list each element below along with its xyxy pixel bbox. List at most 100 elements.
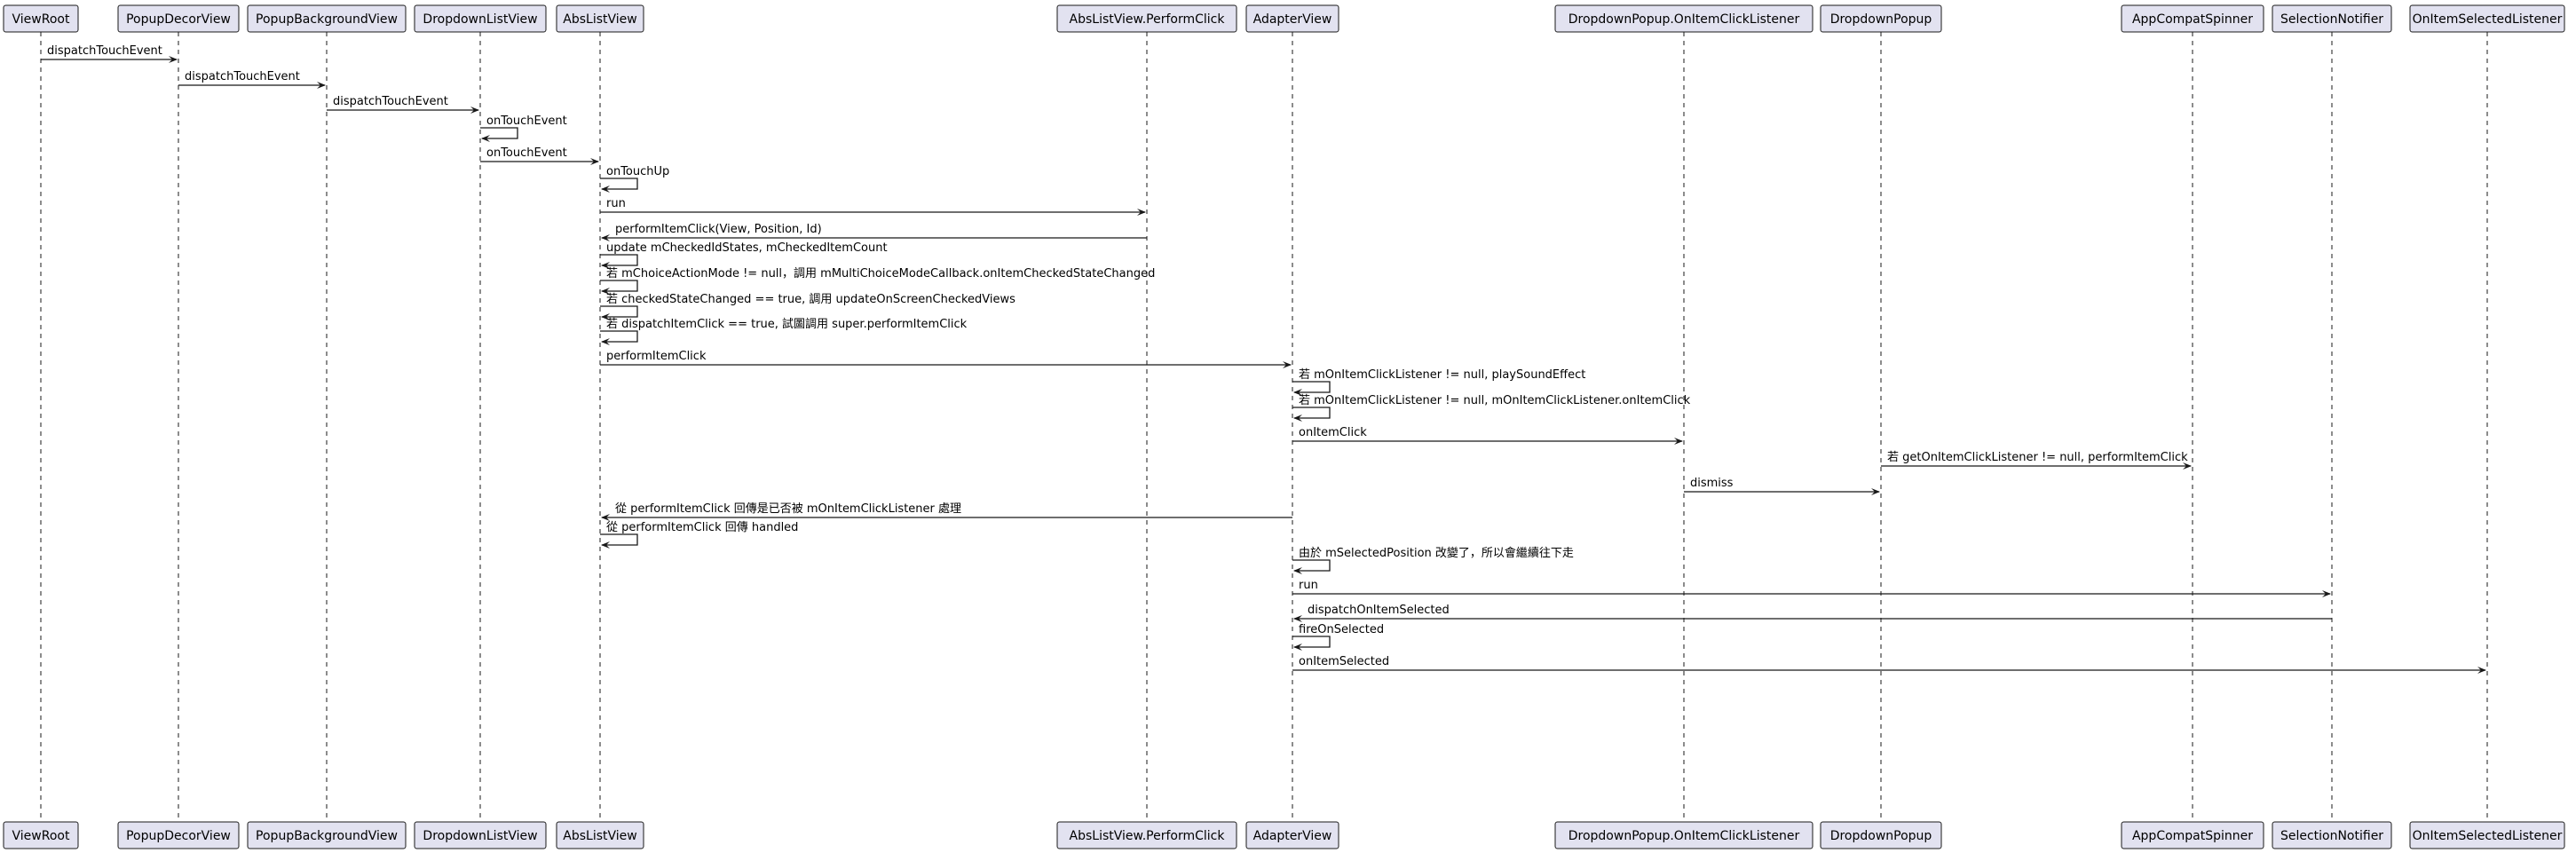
message-5: onTouchUp bbox=[600, 165, 669, 193]
message-label: dispatchTouchEvent bbox=[185, 70, 300, 83]
arrowhead bbox=[1293, 389, 1302, 396]
participant-selection-notifier-top: SelectionNotifier bbox=[2272, 4, 2392, 33]
participant-box bbox=[247, 821, 407, 849]
participant-dropdown-list-view-bottom: DropdownListView bbox=[414, 821, 547, 849]
self-message-line bbox=[600, 330, 638, 343]
message-label: 若 dispatchItemClick == true, 試圖調用 super.… bbox=[606, 317, 968, 331]
message-label: dismiss bbox=[1690, 477, 1734, 490]
arrowhead bbox=[1871, 488, 1880, 495]
participant-label: ViewRoot bbox=[12, 829, 70, 843]
message-6: run bbox=[600, 197, 1146, 216]
message-8: update mCheckedIdStates, mCheckedItemCou… bbox=[600, 241, 888, 269]
participant-adapter-view-top: AdapterView bbox=[1245, 4, 1339, 33]
lifelines bbox=[40, 32, 2488, 822]
arrowhead bbox=[601, 262, 610, 269]
message-label: dispatchTouchEvent bbox=[47, 44, 162, 58]
participant-label: AdapterView bbox=[1253, 12, 1332, 27]
arrowhead bbox=[590, 158, 599, 165]
participant-selection-notifier-bottom: SelectionNotifier bbox=[2272, 821, 2392, 849]
participant-box bbox=[1245, 4, 1339, 33]
participant-on-item-selected-listener-top: OnItemSelectedListener bbox=[2409, 4, 2565, 33]
self-message-line bbox=[600, 305, 638, 318]
message-18: 從 performItemClick 回傳是已否被 mOnItemClickLi… bbox=[601, 502, 1292, 521]
participant-box bbox=[117, 821, 240, 849]
participant-box bbox=[1820, 4, 1942, 33]
self-message-line bbox=[480, 127, 518, 139]
participant-box bbox=[3, 4, 79, 33]
participant-box bbox=[2121, 821, 2264, 849]
participant-on-item-click-listener-bottom: DropdownPopup.OnItemClickListener bbox=[1554, 821, 1813, 849]
participant-dropdown-popup-top: DropdownPopup bbox=[1820, 4, 1942, 33]
participant-box bbox=[414, 821, 547, 849]
participant-label: PopupBackgroundView bbox=[256, 829, 398, 843]
arrowhead bbox=[1293, 615, 1302, 622]
message-label: onTouchEvent bbox=[486, 146, 567, 160]
participant-box bbox=[2272, 821, 2392, 849]
participant-label: AbsListView bbox=[563, 12, 636, 27]
participant-label: OnItemSelectedListener bbox=[2413, 12, 2563, 27]
participant-box bbox=[2121, 4, 2264, 33]
participant-view-root-bottom: ViewRoot bbox=[3, 821, 79, 849]
participant-box bbox=[2409, 821, 2565, 849]
arrowhead bbox=[2183, 462, 2192, 470]
participant-label: DropdownPopup.OnItemClickListener bbox=[1569, 829, 1800, 843]
participant-box bbox=[2272, 4, 2392, 33]
participant-perform-click-bottom: AbsListView.PerformClick bbox=[1056, 821, 1237, 849]
arrowhead bbox=[601, 313, 610, 320]
message-4: onTouchEvent bbox=[480, 146, 599, 165]
message-12: performItemClick bbox=[600, 350, 1292, 368]
message-1: dispatchTouchEvent bbox=[178, 70, 326, 89]
arrowhead bbox=[601, 541, 610, 549]
message-label: 若 mOnItemClickListener != null, playSoun… bbox=[1299, 367, 1585, 382]
arrowhead bbox=[601, 186, 610, 193]
message-label: run bbox=[1299, 579, 1318, 592]
participant-label: AppCompatSpinner bbox=[2132, 12, 2253, 27]
participant-box bbox=[1245, 821, 1339, 849]
message-19: 從 performItemClick 回傳 handled bbox=[600, 521, 798, 549]
participant-row-bottom: ViewRoot PopupDecorView PopupBackgroundVie… bbox=[3, 821, 2565, 849]
message-14: 若 mOnItemClickListener != null, mOnItemC… bbox=[1292, 393, 1691, 422]
message-label: dispatchOnItemSelected bbox=[1308, 604, 1450, 617]
message-label: run bbox=[606, 197, 626, 210]
message-label: performItemClick bbox=[606, 350, 707, 363]
self-message-line bbox=[600, 178, 638, 190]
message-label: 從 performItemClick 回傳是已否被 mOnItemClickLi… bbox=[615, 502, 961, 516]
message-21: run bbox=[1292, 579, 2331, 597]
participant-box bbox=[247, 4, 407, 33]
message-9: 若 mChoiceActionMode != null，調用 mMultiCho… bbox=[600, 266, 1155, 295]
arrowhead bbox=[2477, 667, 2486, 674]
participant-box bbox=[1056, 4, 1237, 33]
message-23: fireOnSelected bbox=[1292, 623, 1384, 651]
participant-label: PopupDecorView bbox=[126, 829, 231, 843]
participant-label: DropdownListView bbox=[423, 829, 537, 843]
message-17: dismiss bbox=[1684, 477, 1880, 495]
participant-popup-background-view-bottom: PopupBackgroundView bbox=[247, 821, 407, 849]
message-11: 若 dispatchItemClick == true, 試圖調用 super.… bbox=[600, 317, 968, 345]
message-label: 若 checkedStateChanged == true, 調用 update… bbox=[606, 292, 1015, 306]
message-3: onTouchEvent bbox=[480, 115, 567, 142]
self-message-line bbox=[1292, 636, 1331, 648]
participant-label: DropdownPopup bbox=[1830, 829, 1932, 843]
participant-abs-list-view-top: AbsListView bbox=[556, 4, 644, 33]
participant-label: SelectionNotifier bbox=[2280, 829, 2383, 843]
participant-box bbox=[1554, 821, 1813, 849]
arrowhead bbox=[470, 107, 479, 114]
message-7: performItemClick(View, Position, Id) bbox=[601, 223, 1147, 241]
self-message-line bbox=[600, 280, 638, 292]
message-label: fireOnSelected bbox=[1299, 623, 1384, 636]
participant-on-item-selected-listener-bottom: OnItemSelectedListener bbox=[2409, 821, 2565, 849]
arrowhead bbox=[1674, 438, 1683, 445]
participant-label: SelectionNotifier bbox=[2280, 12, 2383, 27]
self-message-line bbox=[600, 533, 638, 546]
message-label: 若 getOnItemClickListener != null, perfor… bbox=[1887, 450, 2188, 464]
participant-box bbox=[414, 4, 547, 33]
participant-label: ViewRoot bbox=[12, 12, 70, 27]
participant-label: DropdownPopup.OnItemClickListener bbox=[1569, 12, 1800, 27]
arrowhead bbox=[1137, 209, 1146, 216]
participant-popup-decor-view-top: PopupDecorView bbox=[117, 4, 240, 33]
participant-box bbox=[1554, 4, 1813, 33]
message-label: onTouchEvent bbox=[486, 115, 567, 128]
self-message-line bbox=[1292, 381, 1331, 393]
participant-label: PopupBackgroundView bbox=[256, 12, 398, 27]
participant-app-compat-spinner-top: AppCompatSpinner bbox=[2121, 4, 2264, 33]
